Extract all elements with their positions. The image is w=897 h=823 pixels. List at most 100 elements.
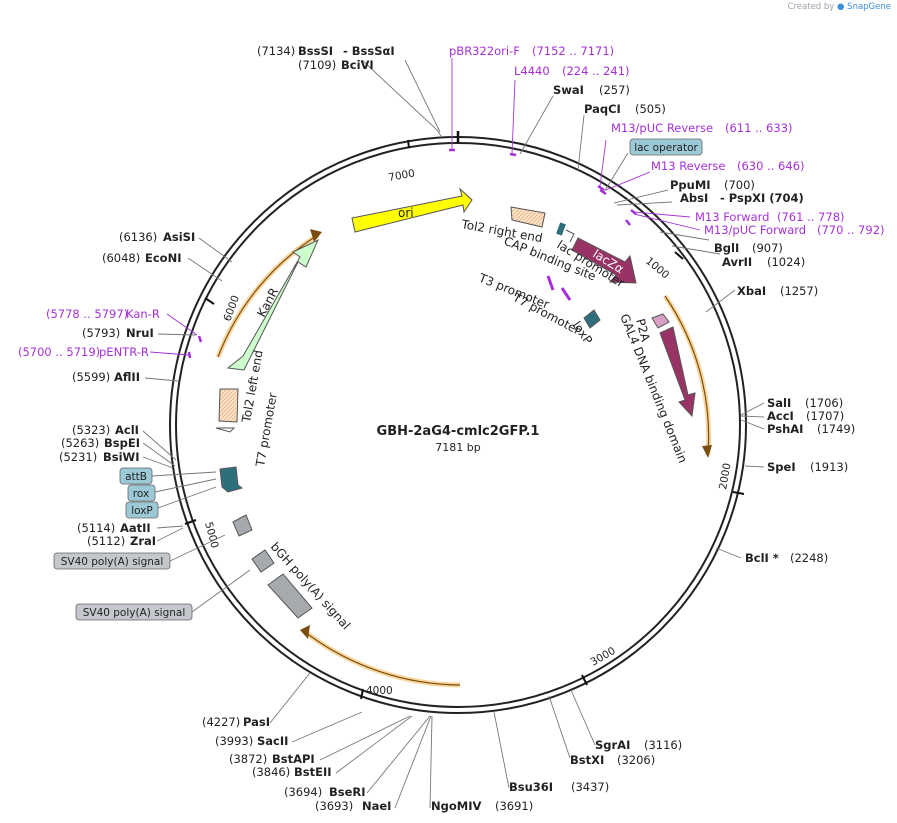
enzyme-paqci: PaqCI: [584, 102, 621, 116]
feature-gal4[interactable]: [659, 326, 696, 418]
enzyme-bcivi: BciVI: [341, 58, 374, 72]
primer-m13puc-forward: M13/pUC Forward: [704, 223, 806, 237]
attb-label: attB: [125, 471, 147, 483]
enzyme-pos-bstapi: (3872): [229, 752, 267, 766]
plasmid-length: 7181 bp: [435, 441, 480, 454]
attb-box: [119, 467, 153, 485]
boxed-labels: lac operator attB rox loxP SV40 poly(A) …: [53, 138, 703, 621]
primer-labels: pBR322ori-F (7152 .. 7171) L4440 (224 ..…: [18, 44, 885, 359]
primer-range-pbr322ori-f: (7152 .. 7171): [532, 44, 614, 58]
enzyme-pos-spei: (1913): [810, 460, 848, 474]
primer-range-m13-reverse: (630 .. 646): [737, 159, 805, 173]
enzyme-pos-sgrai: (3116): [644, 738, 682, 752]
enzyme-bseri: BseRI: [329, 785, 366, 799]
enzyme-avrii: AvrII: [722, 255, 752, 269]
enzyme-pos-bsteii: (3846): [252, 765, 290, 779]
enzyme-pos-naei: (3693): [315, 799, 353, 813]
sv40-a-box: [53, 552, 171, 570]
enzyme-nrui: NruI: [126, 326, 154, 340]
enzyme-pos-bcivi: (7109): [298, 58, 336, 72]
enzyme-bcli: BclI *: [745, 551, 779, 565]
enzyme-zrai: ZraI: [130, 534, 156, 548]
tick-3000: [581, 674, 588, 686]
enzyme-pos-avrii: (1024): [767, 255, 805, 269]
tick-label-1000: 1000: [643, 255, 671, 281]
sv40-b-label: SV40 poly(A) signal: [83, 607, 186, 619]
enzyme-econi: EcoNI: [145, 251, 181, 265]
plasmid-name: GBH-2aG4-cmlc2GFP.1: [377, 424, 540, 439]
feature-p2a[interactable]: [651, 313, 670, 329]
feature-polya[interactable]: [232, 514, 313, 619]
enzyme-pos-zrai: (5112): [87, 534, 125, 548]
enzyme-pos-aatii: (5114): [77, 521, 115, 535]
enzyme-acli: AclI: [115, 423, 139, 437]
tick-4000: [360, 688, 364, 700]
enzyme-pos-ngomiv: (3691): [495, 799, 533, 813]
enzyme-labels: (7134) BssSI - BssSαI (7109) BciVI SwaI …: [59, 44, 855, 813]
loxp-label: loxP: [131, 505, 153, 517]
gal4-label: GAL4 DNA binding domain: [617, 312, 690, 465]
snapgene-logo-icon: ●: [837, 2, 845, 12]
sv40-a-label: SV40 poly(A) signal: [61, 556, 164, 568]
enzyme-pos-econi: (6048): [102, 251, 140, 265]
enzyme-aflii: AflII: [114, 370, 140, 384]
tick-label-5000: 5000: [202, 521, 221, 550]
enzyme-ppumi: PpuMI: [670, 178, 711, 192]
tick-label-4000: 4000: [366, 685, 393, 697]
enzyme-absi: AbsI: [680, 191, 708, 205]
enzyme-pos-bspei: (5263): [61, 436, 99, 450]
enzyme-sgrai: SgrAI: [595, 738, 630, 752]
enzyme-bsu36i: Bsu36I: [509, 780, 553, 794]
feature-tol2-left[interactable]: [218, 388, 239, 423]
primer-pentr-r: pENTR-R: [99, 345, 149, 359]
primer-markers: [187, 148, 637, 359]
enzyme-aatii: AatII: [120, 521, 151, 535]
enzyme-asisi: AsiSI: [163, 230, 195, 244]
enzyme-sali: SalI: [767, 396, 791, 410]
primer-pbr322ori-f: pBR322ori-F: [449, 44, 520, 58]
enzyme-acci: AccI: [767, 409, 794, 423]
enzyme-bgli: BglI: [714, 241, 739, 255]
enzyme-pos-bsssi: (7134): [257, 44, 295, 58]
credit-prefix: Created by: [787, 2, 835, 12]
primer-range-m13puc-reverse: (611 .. 633): [725, 121, 793, 135]
primer-range-kan-r: (5778 .. 5797): [46, 307, 128, 321]
tick-label-3000: 3000: [589, 645, 618, 669]
primer-range-pentr-r: (5700 .. 5719): [18, 345, 100, 359]
enzyme-bsssi-extra: - BssSαI: [343, 44, 395, 58]
enzyme-pos-acci: (1707): [806, 409, 844, 423]
feature-ori[interactable]: ori: [351, 187, 473, 233]
enzyme-bsteii: BstEII: [294, 765, 332, 779]
feature-tol2-right[interactable]: [510, 206, 546, 228]
tick-1000: [674, 251, 684, 260]
t7-promoter-b-label: T7 promoter: [253, 392, 280, 469]
enzyme-pos-bstxi: (3206): [617, 753, 655, 767]
primer-range-m13-forward: (761 .. 778): [777, 210, 845, 224]
enzyme-pos-aflii: (5599): [72, 370, 110, 384]
orf-arcs: [215, 229, 712, 688]
enzyme-bsiwi: BsiWI: [103, 450, 140, 464]
backbone: [169, 131, 747, 714]
feature-attb-lox: [215, 427, 244, 493]
tick-label-2000: 2000: [717, 462, 733, 490]
primer-l4440: L4440: [514, 64, 550, 78]
enzyme-bstapi: BstAPI: [272, 752, 315, 766]
enzyme-pos-pshai: (1749): [817, 422, 855, 436]
enzyme-xbai: XbaI: [737, 284, 766, 298]
enzyme-pos-acli: (5323): [72, 423, 110, 437]
enzyme-bspei: BspEI: [104, 436, 140, 450]
loxp-box: [125, 501, 159, 519]
enzyme-swai: SwaI: [553, 83, 584, 97]
enzyme-pos-ppumi: (700): [724, 178, 755, 192]
tick-7000: [407, 139, 410, 149]
enzyme-pos-bgli: (907): [752, 241, 783, 255]
enzyme-pshai: PshAI: [767, 422, 803, 436]
feature-kanr[interactable]: KanR: [226, 238, 320, 371]
enzyme-pos-bsiwi: (5231): [59, 450, 97, 464]
enzyme-pos-asisi: (6136): [119, 230, 157, 244]
enzyme-pasi: PasI: [243, 715, 270, 729]
enzyme-spei: SpeI: [767, 460, 796, 474]
enzyme-pos-bcli: (2248): [790, 551, 828, 565]
enzyme-pos-sacii: (3993): [215, 734, 253, 748]
